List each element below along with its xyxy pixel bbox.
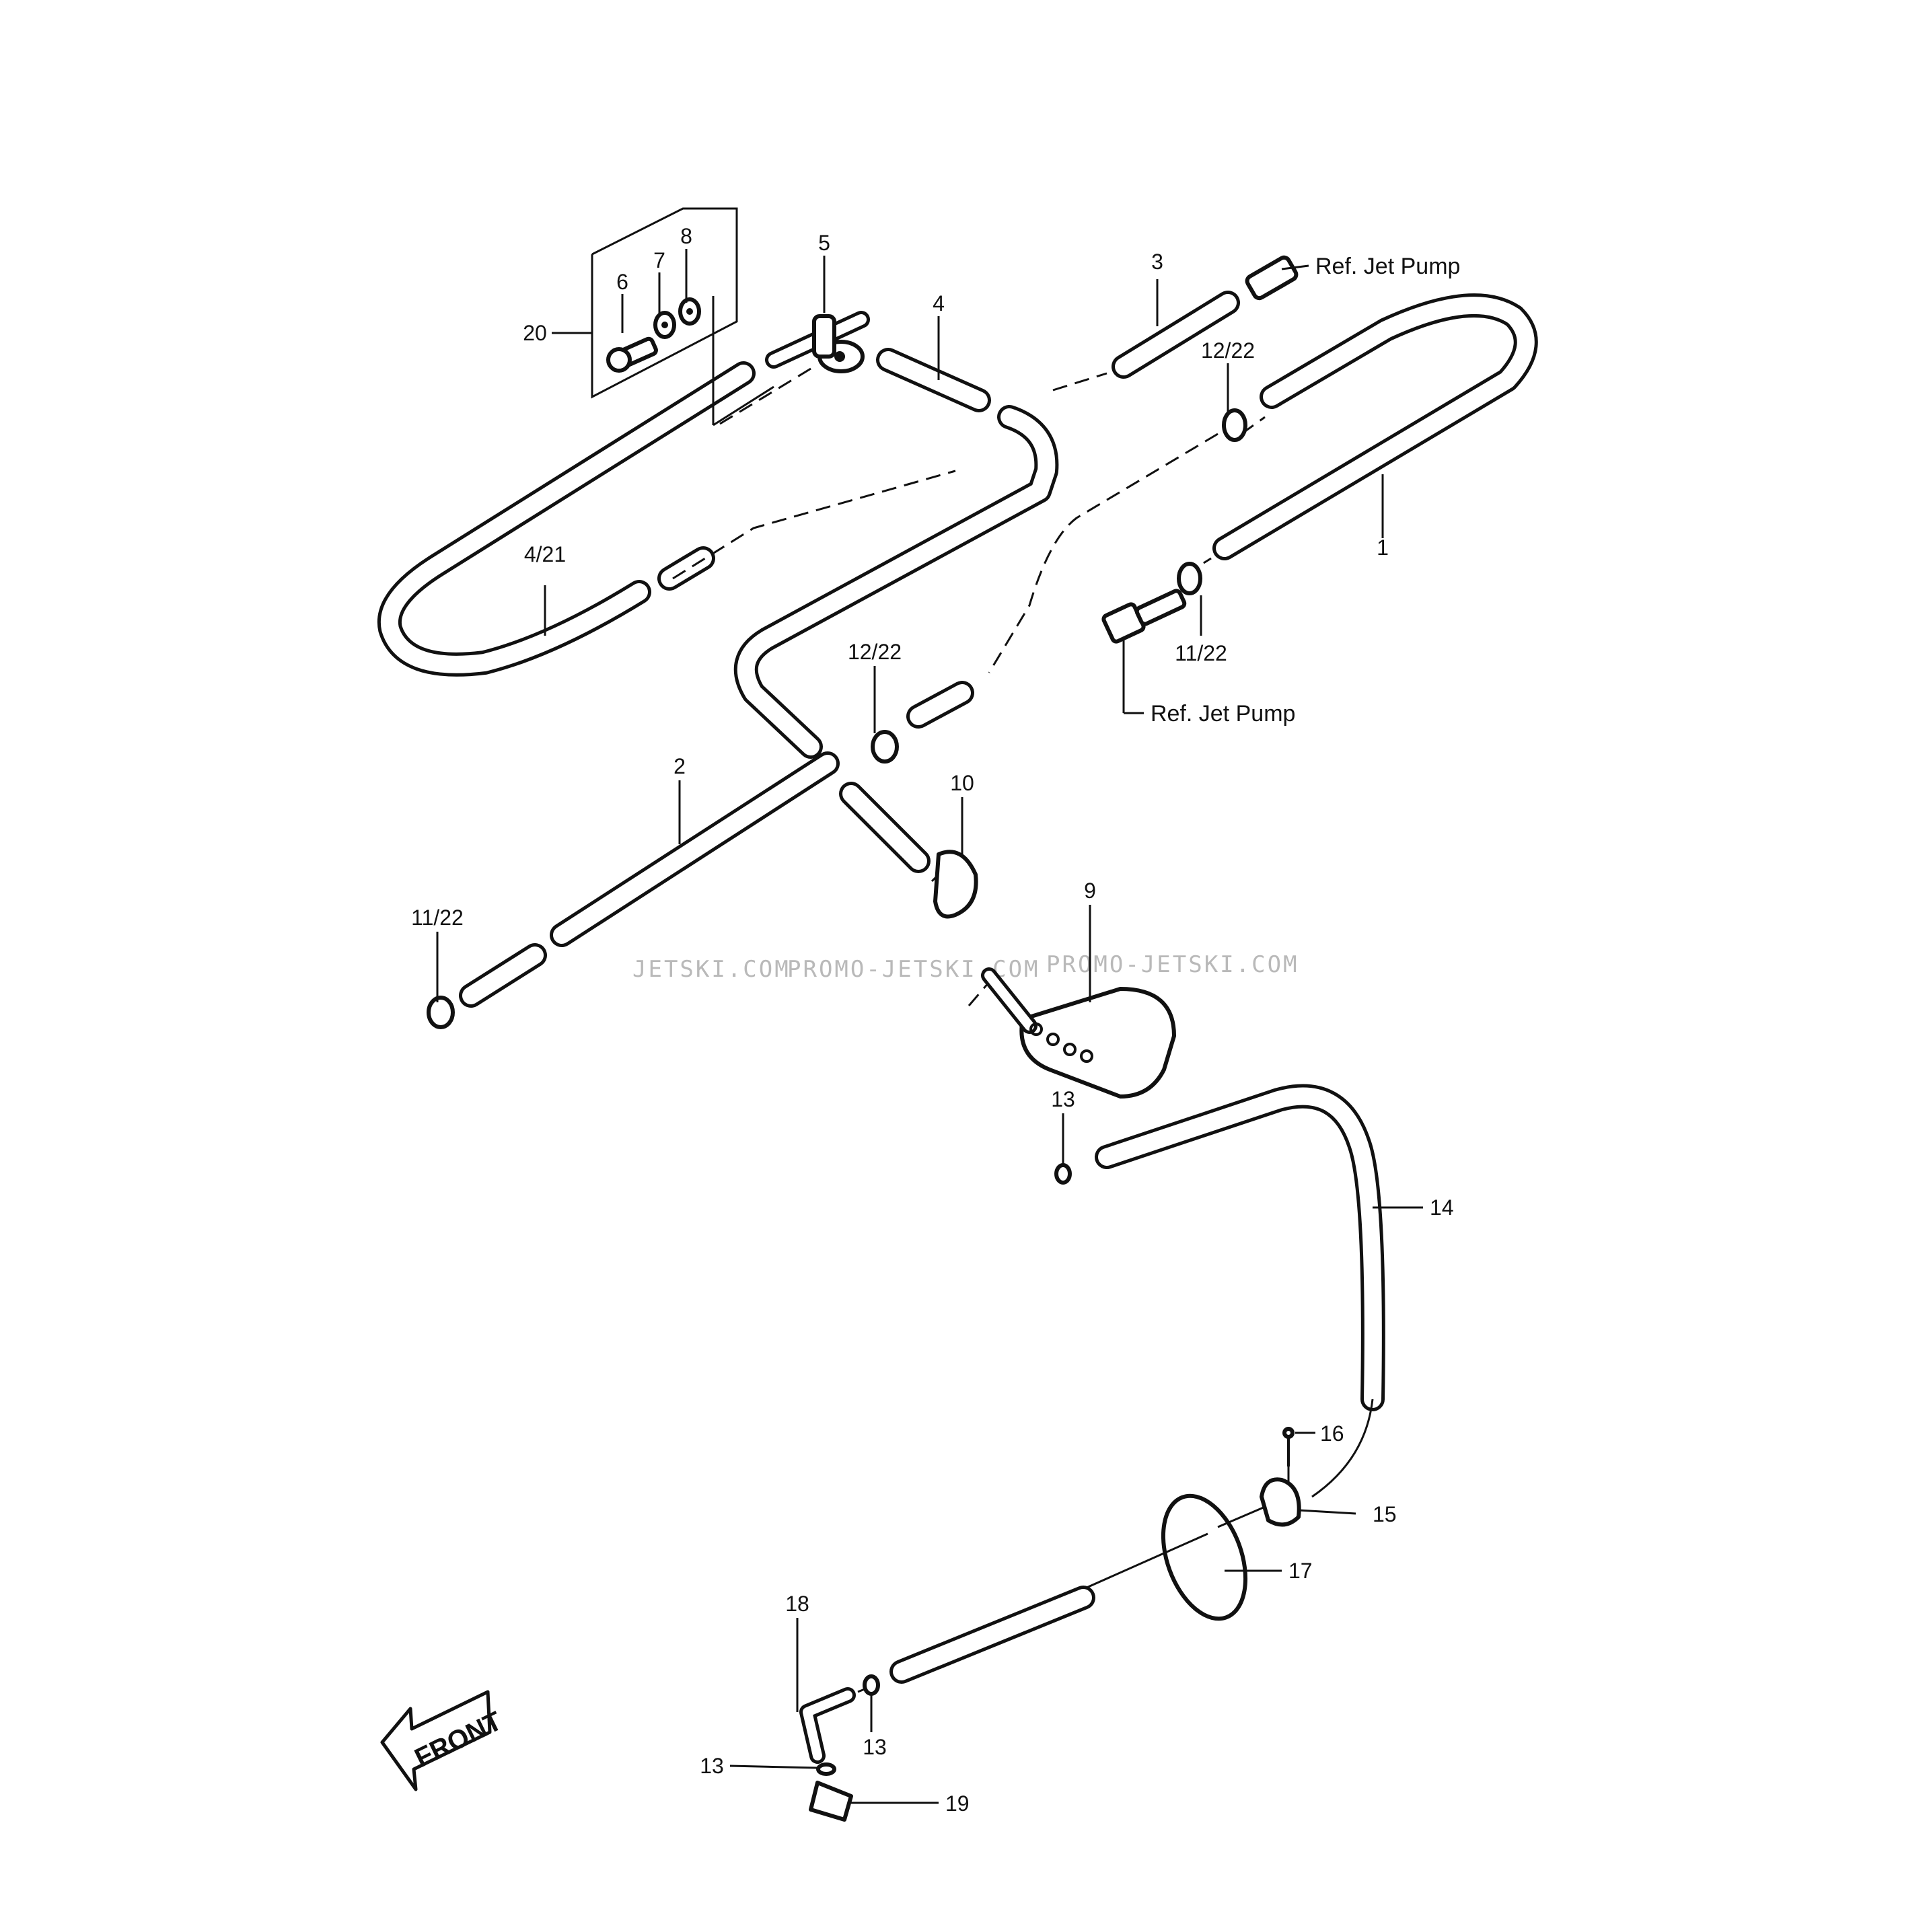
label-10: 10	[950, 771, 974, 795]
label-20: 20	[523, 321, 547, 345]
hose-1	[1212, 293, 1538, 560]
label-1: 1	[1377, 535, 1389, 560]
label-19: 19	[945, 1791, 970, 1816]
label-11-22-left: 11/22	[411, 905, 464, 930]
label-6: 6	[616, 270, 628, 294]
clamp-12-22-mid	[871, 730, 899, 764]
label-3: 3	[1151, 250, 1163, 274]
washer-7	[653, 311, 676, 339]
hose-14	[1095, 1084, 1385, 1411]
clip-10	[933, 850, 978, 919]
label-12-22-mid: 12/22	[848, 640, 902, 664]
clip-13-upper	[1054, 1163, 1072, 1185]
label-9: 9	[1084, 879, 1096, 903]
label-4-21: 4/21	[524, 542, 566, 566]
hose-4	[876, 348, 991, 412]
hose-bent-middle	[733, 405, 1059, 759]
leader-lines	[436, 249, 1423, 1804]
filter-9	[981, 967, 1176, 1099]
reference-labels: Ref. Jet Pump Ref. Jet Pump	[1151, 254, 1460, 727]
bolt-kit-box	[552, 207, 738, 399]
hose-left-end	[657, 546, 715, 591]
washer-8	[678, 297, 701, 326]
tee-fitting-5	[765, 311, 870, 373]
clamp-11-22-left	[427, 996, 455, 1029]
label-13-lower-right: 13	[863, 1735, 887, 1759]
ref-jet-pump-top: Ref. Jet Pump	[1315, 254, 1460, 279]
label-2: 2	[674, 754, 686, 778]
hose-short-mid	[839, 782, 931, 873]
hose-bent-right-end	[906, 681, 974, 729]
label-12-22-top: 12/22	[1201, 338, 1255, 363]
part-labels: 6 7 8 20 5 4 3 12/22 1 4/21 11/22 12/22 …	[411, 224, 1453, 1816]
ref-jet-pump-mid: Ref. Jet Pump	[1151, 701, 1295, 727]
clip-13-lower-right	[863, 1674, 880, 1696]
clamp-11-22-right	[1177, 562, 1202, 595]
hose-4-21	[377, 361, 756, 677]
hose-2	[550, 751, 840, 947]
label-13-lower-left: 13	[700, 1754, 724, 1778]
label-18: 18	[785, 1592, 809, 1616]
label-17: 17	[1288, 1559, 1313, 1583]
label-8: 8	[680, 224, 692, 248]
fitting-jet-pump-top	[1245, 255, 1299, 301]
watermark: JETSKI.COM PROMO-JETSKI.COM PROMO-JETSKI…	[632, 951, 1299, 983]
label-14: 14	[1430, 1195, 1454, 1220]
hose-lower	[889, 1586, 1095, 1684]
label-7: 7	[653, 248, 665, 272]
front-arrow: FRONT	[380, 1690, 507, 1791]
watermark-text-1: JETSKI.COM	[632, 956, 791, 983]
label-16: 16	[1320, 1421, 1344, 1446]
bolt-6	[606, 336, 658, 373]
label-11-22-right: 11/22	[1175, 641, 1227, 665]
strainer-19	[809, 1781, 853, 1822]
fitting-jet-pump-mid	[1101, 589, 1187, 644]
label-4: 4	[933, 291, 945, 315]
hose-3	[1112, 291, 1240, 379]
label-15: 15	[1373, 1502, 1397, 1526]
bracket-15	[1260, 1477, 1301, 1527]
elbow-18	[799, 1687, 856, 1764]
hose-short-left	[459, 943, 547, 1008]
label-13-upper: 13	[1051, 1087, 1075, 1111]
bolt-16	[1282, 1427, 1295, 1466]
clip-13-lower-left	[816, 1762, 836, 1776]
band-17	[1161, 1493, 1248, 1621]
label-5: 5	[818, 231, 830, 255]
watermark-text-3: PROMO-JETSKI.COM	[1046, 951, 1299, 978]
clamp-12-22-top	[1222, 408, 1247, 442]
